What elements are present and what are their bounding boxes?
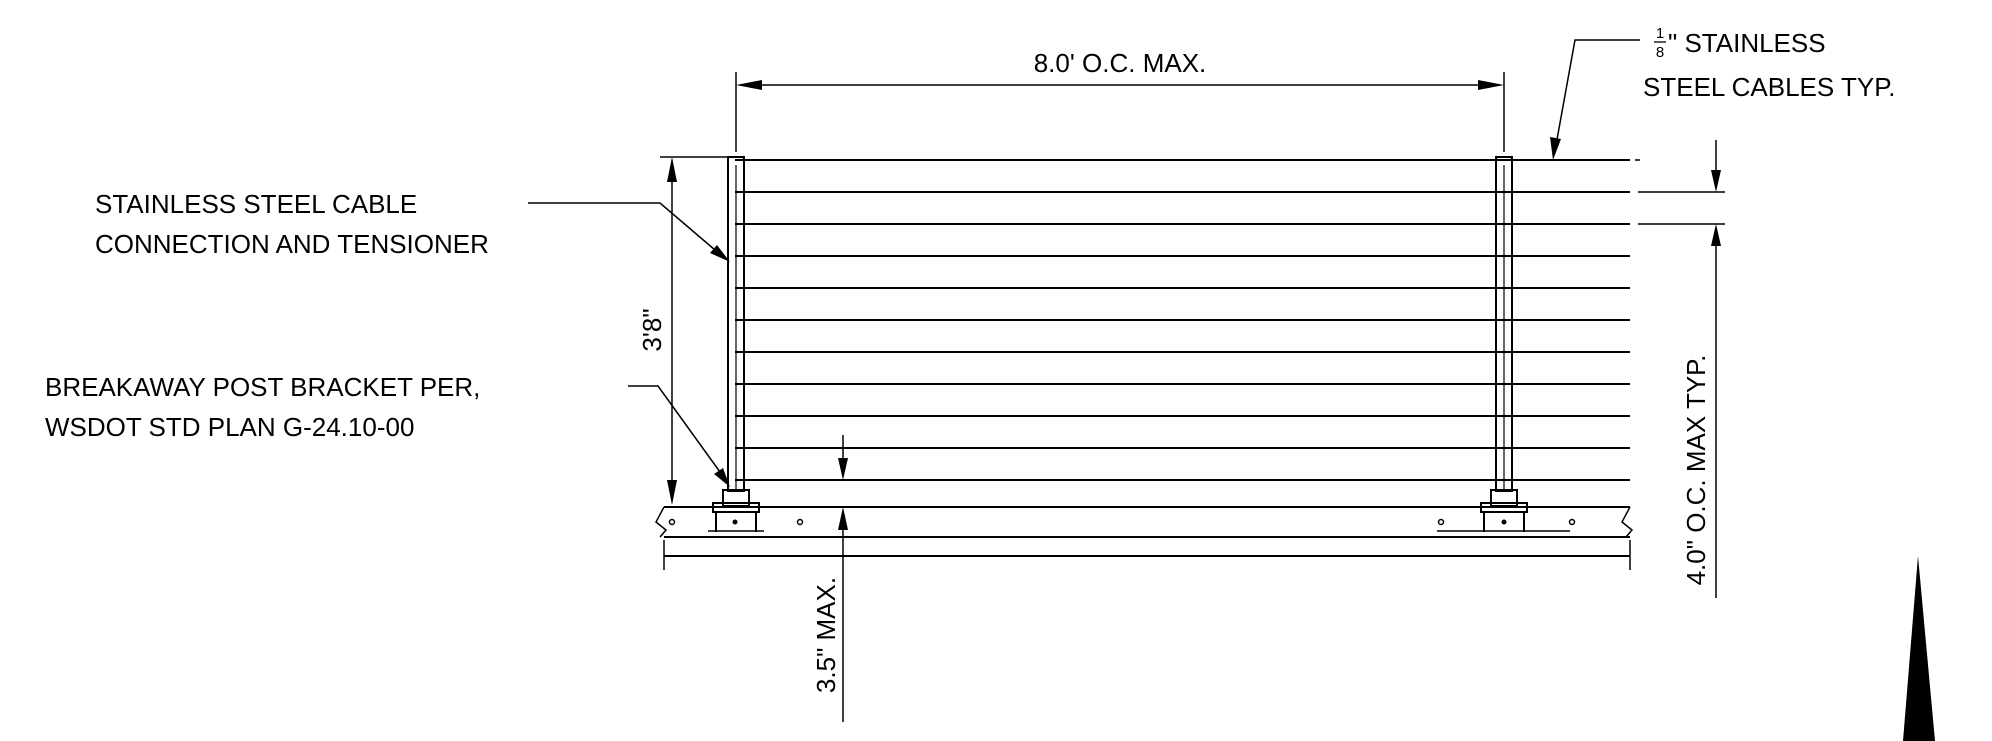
arrowhead-left xyxy=(736,80,762,90)
cable-note: 1 8 " STAINLESS STEEL CABLES TYP. xyxy=(1550,25,1895,160)
bracket-note-line2: WSDOT STD PLAN G-24.10-00 xyxy=(45,412,414,442)
tensioner-leader xyxy=(528,202,730,262)
cable-spacing-label: 4.0" O.C. MAX TYP. xyxy=(1681,355,1711,586)
bracket-note-line1: BREAKAWAY POST BRACKET PER, xyxy=(45,372,480,402)
stainless-steel-cables xyxy=(735,159,1630,481)
tensioner-note-line2: CONNECTION AND TENSIONER xyxy=(95,229,489,259)
fraction-numerator: 1 xyxy=(1656,25,1664,42)
rail-height-dimension xyxy=(660,156,728,505)
bottom-gap-dimension xyxy=(838,435,848,722)
arrowhead-right xyxy=(1478,80,1504,90)
leader-arrowhead xyxy=(1550,137,1561,160)
north-arrow-icon xyxy=(1903,556,1935,741)
tensioner-note-line1: STAINLESS STEEL CABLE xyxy=(95,189,417,219)
cable-note-line2: STEEL CABLES TYP. xyxy=(1643,72,1895,102)
left-post xyxy=(668,156,804,532)
right-post xyxy=(1437,156,1576,532)
rail-height-label: 3'8" xyxy=(637,308,667,351)
deck-slab xyxy=(655,506,1634,570)
cable-spacing-dimension xyxy=(1635,140,1725,598)
bracket-leader xyxy=(628,385,730,487)
bottom-gap-label: 3.5" MAX. xyxy=(811,577,841,693)
fraction-denominator: 8 xyxy=(1656,44,1664,61)
post-spacing-label: 8.0' O.C. MAX. xyxy=(1034,48,1207,78)
post-spacing-dimension xyxy=(735,72,1505,152)
cable-note-line1: " STAINLESS xyxy=(1668,28,1826,58)
